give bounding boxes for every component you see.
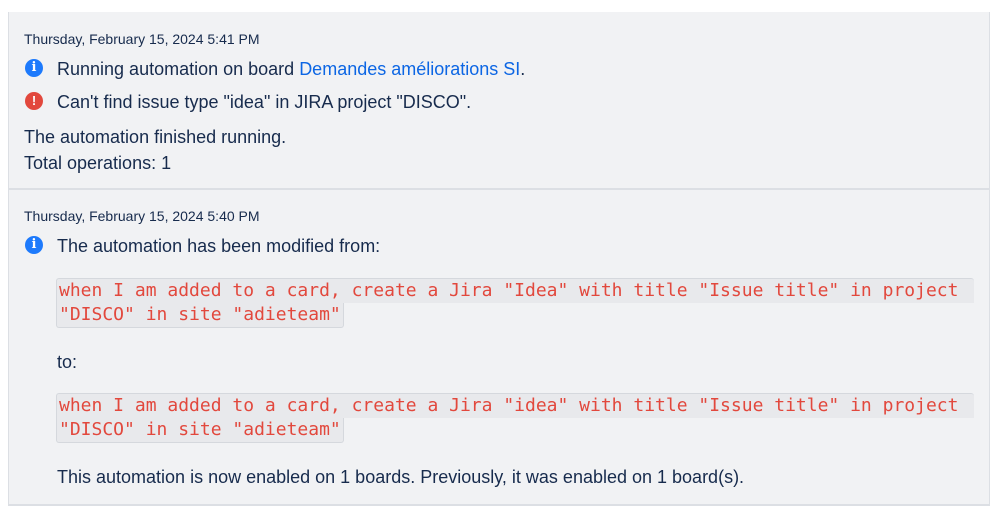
- modified-text: The automation has been modified from:: [57, 236, 381, 256]
- code-line: "DISCO" in site "adieteam": [56, 418, 344, 443]
- log-timestamp: Thursday, February 15, 2024 5:41 PM: [24, 31, 260, 47]
- log-message-error: Can't find issue type "idea" in JIRA pro…: [57, 92, 472, 112]
- finished-text: The automation finished running.: [24, 127, 287, 147]
- info-icon: i: [25, 59, 43, 77]
- info-icon: i: [25, 236, 43, 254]
- summary-text: This automation is now enabled on 1 boar…: [57, 467, 745, 487]
- code-line: when I am added to a card, create a Jira…: [56, 393, 974, 418]
- log-timestamp: Thursday, February 15, 2024 5:40 PM: [24, 208, 260, 224]
- to-label: to:: [57, 352, 78, 372]
- info-suffix: .: [520, 59, 526, 79]
- log-message-info: Running automation on board Demandes amé…: [57, 59, 525, 80]
- from-code: when I am added to a card, create a Jira…: [56, 278, 974, 328]
- total-operations: Total operations: 1: [24, 153, 172, 173]
- log-entry: Thursday, February 15, 2024 5:41 PM i Ru…: [9, 12, 989, 190]
- board-link[interactable]: Demandes améliorations SI: [299, 59, 521, 79]
- to-code: when I am added to a card, create a Jira…: [56, 393, 974, 443]
- log-entry: Thursday, February 15, 2024 5:40 PM i Th…: [9, 190, 989, 506]
- automation-log-panel: Thursday, February 15, 2024 5:41 PM i Ru…: [8, 12, 990, 506]
- code-line: when I am added to a card, create a Jira…: [56, 278, 974, 303]
- error-icon: !: [25, 92, 43, 110]
- code-line: "DISCO" in site "adieteam": [56, 303, 344, 328]
- info-text: Running automation on board: [57, 59, 300, 79]
